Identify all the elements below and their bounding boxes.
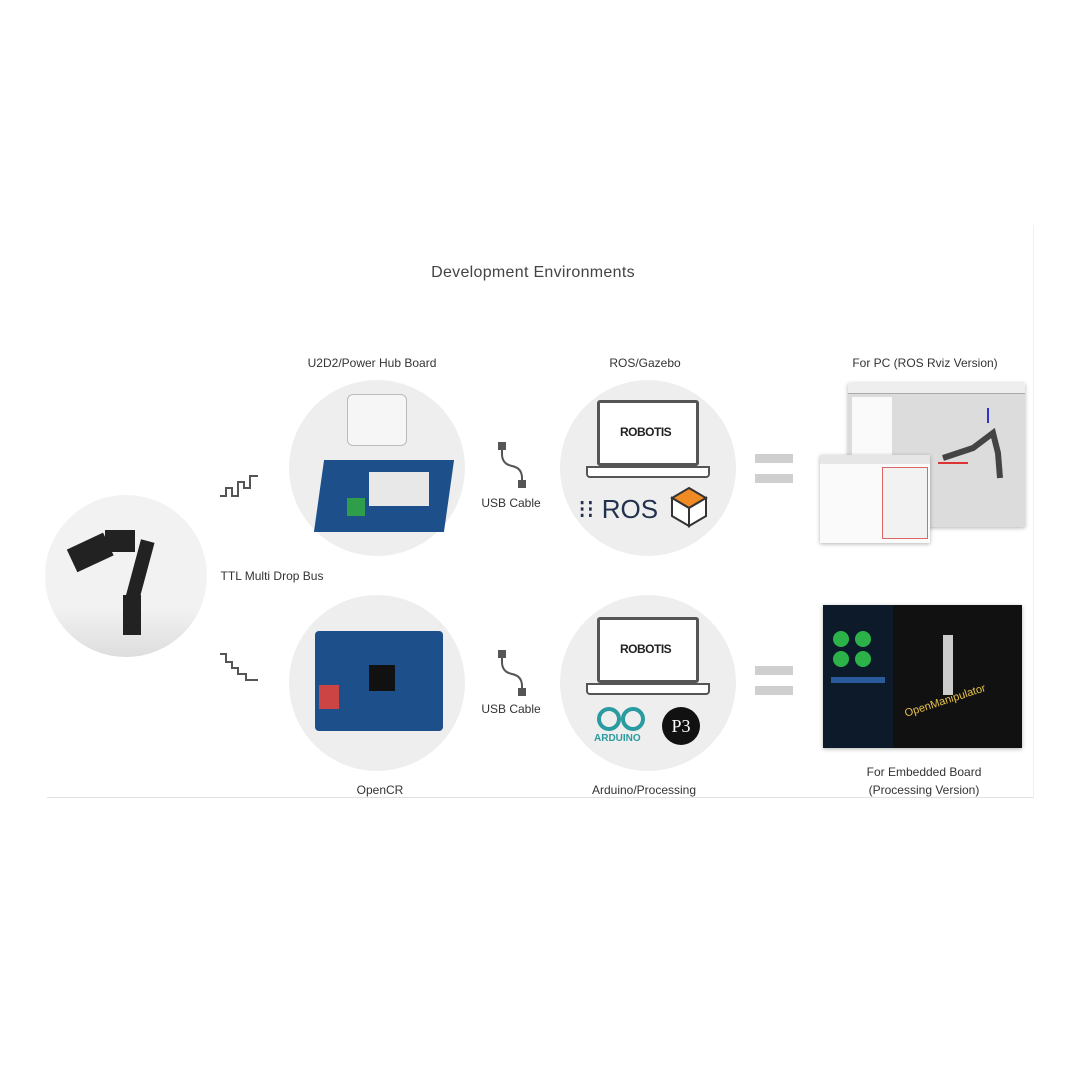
u2d2-board-image <box>289 380 465 556</box>
arduino-processing-image: ROBOTIS ARDUINO P3 <box>560 595 736 771</box>
pc-result-label: For PC (ROS Rviz Version) <box>852 356 998 370</box>
signal-wave-icon <box>220 653 258 681</box>
robot-arm-icon <box>66 530 155 635</box>
u2d2-label: U2D2/Power Hub Board <box>307 356 437 370</box>
page-title: Development Environments <box>431 264 635 281</box>
processing-screenshot: OpenManipulator <box>823 605 1022 748</box>
signal-wave-icon <box>220 475 258 497</box>
usb-cable-icon <box>498 650 526 696</box>
equals-icon <box>755 666 793 675</box>
ros-logo-text: ROS <box>601 494 659 524</box>
ttl-bus-label: TTL Multi Drop Bus <box>220 569 324 583</box>
processing-logo: P3 <box>662 707 700 745</box>
usb-cable-label: USB Cable <box>481 702 541 716</box>
usb-cable-label: USB Cable <box>481 496 541 510</box>
gazebo-logo-icon <box>670 486 708 528</box>
diagram-panel <box>47 225 1034 798</box>
arduino-logo-icon <box>597 707 645 731</box>
control-gui-screenshot <box>820 455 930 543</box>
equals-icon <box>755 454 793 463</box>
arduino-processing-label: Arduino/Processing <box>591 783 697 797</box>
embedded-result-label: For Embedded Board <box>866 765 982 779</box>
equals-icon <box>755 686 793 695</box>
robotis-logo: ROBOTIS <box>620 642 672 656</box>
robotis-logo: ROBOTIS <box>620 425 672 439</box>
embedded-result-sublabel: (Processing Version) <box>868 783 980 797</box>
opencr-board-image <box>289 595 465 771</box>
ros-logo: ⁝⁝ ROS <box>578 494 659 524</box>
arduino-logo-text: ARDUINO <box>594 733 641 744</box>
robot-arm-image <box>45 495 207 657</box>
opencr-label: OpenCR <box>356 783 404 797</box>
ros-gazebo-label: ROS/Gazebo <box>609 356 681 370</box>
equals-icon <box>755 474 793 483</box>
ros-gazebo-image: ROBOTIS ⁝⁝ ROS <box>560 380 736 556</box>
usb-cable-icon <box>498 442 526 488</box>
